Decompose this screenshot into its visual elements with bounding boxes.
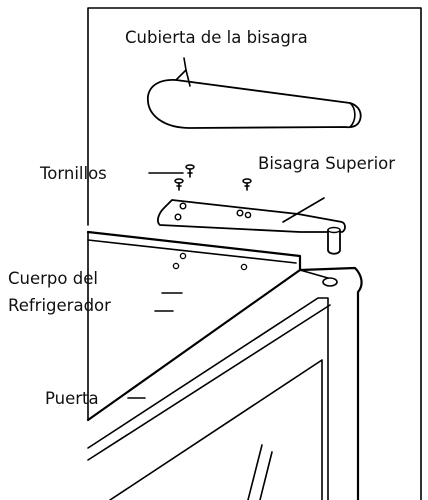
label-body-line1: Cuerpo del — [8, 269, 98, 288]
label-door: Puerta — [45, 389, 99, 408]
label-top-hinge: Bisagra Superior — [258, 154, 395, 173]
label-hinge-cover: Cubierta de la bisagra — [125, 28, 308, 47]
leader-lines — [127, 172, 325, 399]
back-panel — [87, 7, 422, 500]
door-part — [86, 266, 363, 500]
screw-icon — [242, 178, 252, 191]
refrigerator-body — [86, 230, 302, 421]
hinge-cover-part — [147, 57, 362, 129]
screw-icon — [185, 164, 195, 178]
label-body-line2: Refrigerador — [8, 296, 111, 315]
screw-icon — [174, 178, 184, 191]
top-hinge-part — [157, 199, 346, 255]
label-screws: Tornillos — [39, 164, 107, 183]
